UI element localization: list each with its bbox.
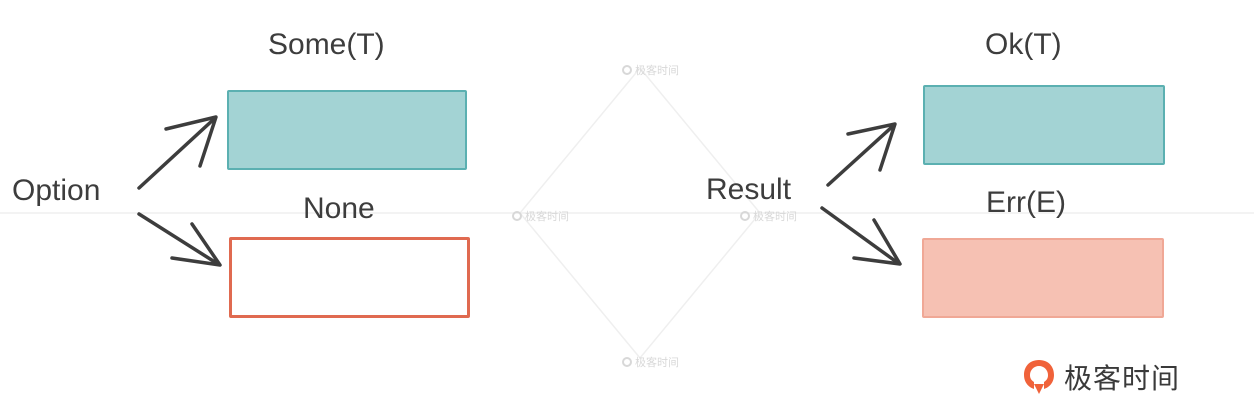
err-label: Err(E): [986, 186, 1066, 219]
watermark-small: 极客时间: [512, 208, 569, 224]
none-label: None: [303, 192, 375, 225]
watermark-small: 极客时间: [740, 208, 797, 224]
watermark-small: 极客时间: [622, 354, 679, 370]
watermark-small: 极客时间: [622, 62, 679, 78]
ok-label: Ok(T): [985, 28, 1062, 61]
some-variant-box: [227, 90, 467, 170]
ok-variant-box: [923, 85, 1165, 165]
some-label: Some(T): [268, 28, 385, 61]
result-label: Result: [706, 173, 792, 206]
err-variant-box: [922, 238, 1164, 318]
arrow-result-to-err: [820, 206, 902, 266]
brand-watermark: 极客时间: [1022, 357, 1180, 397]
arrow-option-to-none: [137, 212, 222, 267]
brand-text: 极客时间: [1064, 362, 1181, 395]
brand-logo-icon: [1024, 360, 1054, 394]
none-variant-box: [229, 237, 470, 318]
option-label: Option: [12, 174, 101, 207]
arrow-option-to-some: [137, 115, 218, 190]
arrow-result-to-ok: [826, 122, 897, 187]
